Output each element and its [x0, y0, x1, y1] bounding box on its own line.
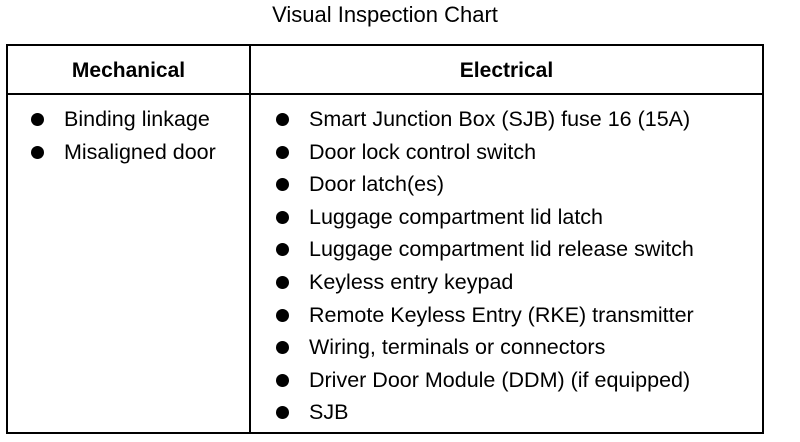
list-item-label: Misaligned door: [64, 139, 216, 164]
list-item: Door lock control switch: [276, 136, 694, 169]
list-item-label: Keyless entry keypad: [309, 269, 514, 294]
bullet-icon: [276, 145, 289, 159]
inspection-table: Mechanical Electrical Binding linkage Mi…: [6, 44, 764, 434]
bullet-icon: [276, 210, 289, 224]
list-item-label: Driver Door Module (DDM) (if equipped): [309, 367, 691, 392]
list-item-label: Remote Keyless Entry (RKE) transmitter: [309, 302, 694, 327]
mechanical-header: Mechanical: [71, 59, 186, 82]
list-item: Misaligned door: [31, 136, 216, 169]
bullet-icon: [276, 341, 289, 355]
list-item-label: SJB: [309, 400, 349, 425]
list-item-label: Smart Junction Box (SJB) fuse 16 (15A): [309, 107, 691, 131]
bullet-icon: [276, 178, 289, 192]
bullet-icon: [31, 145, 44, 159]
list-item-label: Door latch(es): [309, 172, 445, 197]
list-item-label: Luggage compartment lid latch: [309, 204, 604, 229]
list-item: Binding linkage: [31, 103, 216, 136]
list-item: Driver Door Module (DDM) (if equipped): [276, 364, 694, 397]
list-item: Wiring, terminals or connectors: [276, 331, 694, 364]
bullet-icon: [276, 275, 289, 289]
list-item-label: Binding linkage: [64, 107, 210, 131]
bullet-icon: [276, 113, 289, 126]
list-item: SJB: [276, 396, 694, 429]
list-item: Smart Junction Box (SJB) fuse 16 (15A): [276, 103, 694, 136]
electrical-header: Electrical: [459, 59, 554, 82]
list-item: Luggage compartment lid latch: [276, 201, 694, 234]
bullet-icon: [31, 113, 44, 126]
list-item-label: Luggage compartment lid release switch: [309, 237, 694, 262]
list-item: Remote Keyless Entry (RKE) transmitter: [276, 299, 694, 332]
electrical-list: Smart Junction Box (SJB) fuse 16 (15A) D…: [276, 103, 694, 429]
list-item: Luggage compartment lid release switch: [276, 233, 694, 266]
header-divider: [8, 93, 762, 95]
bullet-icon: [276, 308, 289, 322]
mechanical-list: Binding linkage Misaligned door: [31, 103, 216, 168]
bullet-icon: [276, 373, 289, 387]
list-item-label: Wiring, terminals or connectors: [309, 335, 606, 360]
bullet-icon: [276, 243, 289, 257]
bullet-icon: [276, 406, 289, 420]
column-divider: [249, 46, 251, 432]
list-item: Door latch(es): [276, 168, 694, 201]
list-item: Keyless entry keypad: [276, 266, 694, 299]
chart-title: Visual Inspection Chart: [272, 2, 498, 27]
list-item-label: Door lock control switch: [309, 139, 537, 164]
